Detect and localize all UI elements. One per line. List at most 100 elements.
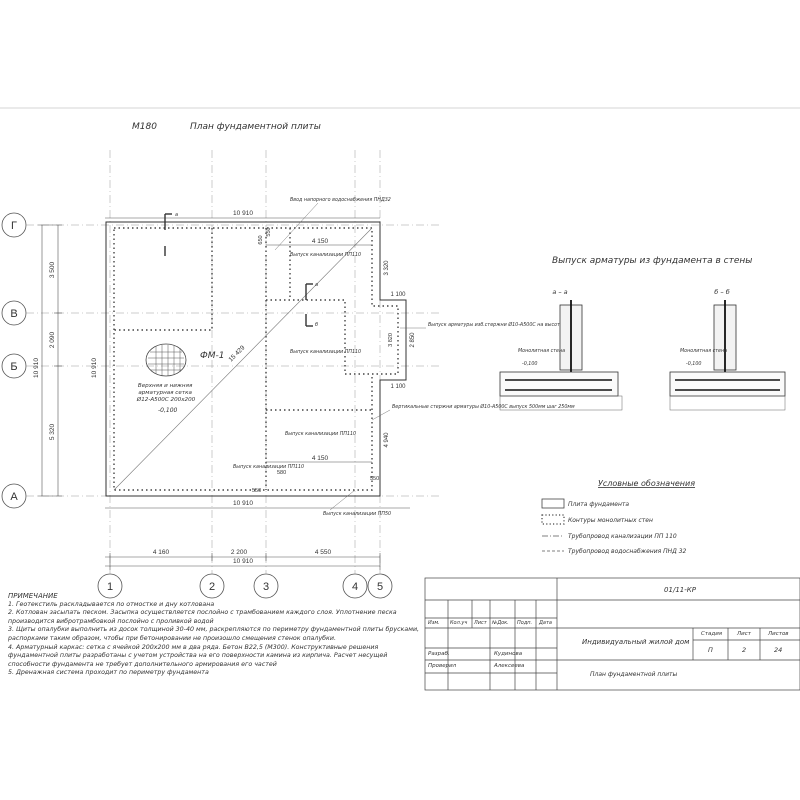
project-code: 01/11-КР [664,586,697,594]
section-a-level: -0,100 [522,361,537,367]
axis-col-label: 2 [209,581,215,593]
dim-left-segment: 2 090 [49,331,56,348]
note-item: 5. Дренажная система проходит по перимет… [8,669,209,677]
legend-item-label: Трубопровод водоснабжения ПНД 32 [568,548,687,555]
dim-inner-left: 10 910 [91,358,98,378]
callout-sewer: Выпуск канализации ПП110 [290,252,361,258]
dim-right-segment: 2 850 [410,332,416,348]
legend-title: Условные обозначения [598,479,695,488]
dim-right-segment: 3 320 [384,260,390,276]
dim-bottom-segment: 2 200 [231,549,248,556]
section-b-level: -0,100 [686,361,701,367]
dim-top: 10 910 [233,210,253,217]
dim-right-segment: 4 940 [384,432,390,448]
tb-stage-label: Стадия [701,631,723,637]
axis-col-label: 5 [377,581,383,593]
dim-small: 3 820 [388,333,394,347]
section-a-wall-text: Монолитная стена [518,348,565,354]
tb-col-doc: №Док. [492,620,509,626]
section-a-mark: а [175,212,178,218]
note-item: 3. Щиты опалубки выполнить из досок толщ… [8,626,420,642]
section-a-mark: а [315,282,318,288]
mesh-symbol [145,343,187,377]
dim-left-total: 10 910 [33,358,40,378]
tb-sheets-label: Листов [768,631,789,637]
tb-stage: П [708,646,713,654]
slab-diagonal [113,227,373,491]
dim-small: 550 [252,488,261,494]
slab-wall-contour [113,227,399,491]
section-b-slab [669,371,786,397]
slab-label: ФМ-1 [200,351,225,361]
note-item: 2. Котлован засыпать песком. Засыпка осу… [8,609,397,625]
dim-small: 650 [258,235,264,244]
legend: Условные обозначения Плита фундамента Ко… [541,479,695,555]
note-item: 1. Геотекстиль раскладывается по отмостк… [8,600,215,608]
rebar-title: Выпуск арматуры из фундамента в стены [552,256,752,266]
sheet-title: План фундаментной плиты [590,671,678,678]
plan-callouts: Ввод напорного водоснабжения ПНД32 Выпус… [233,197,581,517]
dim-bottom: 10 910 [233,500,253,507]
tb-role: Разраб. [428,651,450,657]
section-b-wall-text: Монолитная стена [680,348,727,354]
callout-sewer: Выпуск канализации ПП110 [233,464,304,470]
dim-inner-top: 4 150 [312,238,329,245]
axis-row-markers: Г В Б А [1,212,27,509]
scale-label: М180 [132,122,157,132]
mesh-label-line: арматурная сетка [138,390,192,396]
dim-left-segment: 5 320 [49,423,56,440]
callout-vertical-rebar: Вертикальные стержни арматуры Ø10-А500С … [392,403,575,410]
bottom-dimension-lines [105,507,410,570]
tb-role: Проверил [428,663,457,669]
level-mark: -0,100 [158,407,178,414]
plan-title: План фундаментной плиты [190,122,321,132]
legend-item-label: Трубопровод канализации ПП 110 [568,533,677,540]
axis-col-label: 1 [107,581,113,593]
axis-row-label: Г [11,220,17,232]
project-name: Индивидуальный жилой дом [582,638,690,646]
callout-sewer: Выпуск канализации ПП110 [285,431,356,437]
dim-small: 550 [370,476,379,482]
section-b-b-label: б – б [714,288,729,296]
dim-bottom-total: 10 910 [233,558,253,565]
axis-row-label: В [10,308,17,320]
legend-item-label: Плита фундамента [568,501,629,508]
foundation-slab-outline [105,221,407,497]
tb-col-sign: Подп. [517,620,533,626]
section-a-slab [499,371,619,397]
dim-left-segment: 3 500 [49,261,56,278]
title-block-frame [424,577,800,691]
axis-col-label: 3 [263,581,269,593]
section-a-base [499,395,623,411]
section-b-base [669,395,786,411]
section-a-a: а – а Монолитная стена -0,100 [499,288,623,411]
note-item: 4. Арматурный каркас: сетка с ячейкой 20… [8,643,388,668]
tb-col-count: Кол.уч [450,620,468,626]
tb-col-sheet: Лист [474,620,487,626]
tb-name: Алексеева [494,663,525,669]
callout-leaders [274,202,426,511]
section-b-b: б – б Монолитная стена -0,100 [669,288,786,411]
callout-sewer-50: Выпуск канализации ПП50 [323,511,391,517]
legend-item-label: Контуры монолитных стен [568,517,653,524]
tb-name: Кудинова [494,651,523,657]
notes-title: ПРИМЕЧАНИЕ [8,592,58,600]
left-dimensions [38,224,62,497]
dim-diagonal: 15 429 [227,344,246,363]
notes-block: ПРИМЕЧАНИЕ 1. Геотекстиль раскладывается… [8,592,423,678]
dim-bottom-segment: 4 160 [153,549,170,556]
mesh-label-line: Ø12-А500С 200x200 [136,396,196,403]
callout-water-input: Ввод напорного водоснабжения ПНД32 [290,197,391,203]
section-markers [164,213,313,327]
axis-row-label: А [10,491,18,503]
dim-right-segment: 1 100 [390,384,406,390]
dim-small: 580 [277,470,286,476]
mesh-label-line: Верхняя и нижняя [138,383,193,389]
dim-bottom-segment: 4 550 [315,549,332,556]
legend-swatch-slab [541,498,565,509]
axis-row-label: Б [10,361,17,373]
dim-inner-bottom: 4 150 [312,455,329,462]
dim-right-segment: 1 100 [390,292,406,298]
mesh-label: Верхняя и нижняя арматурная сетка Ø12-А5… [136,383,196,403]
